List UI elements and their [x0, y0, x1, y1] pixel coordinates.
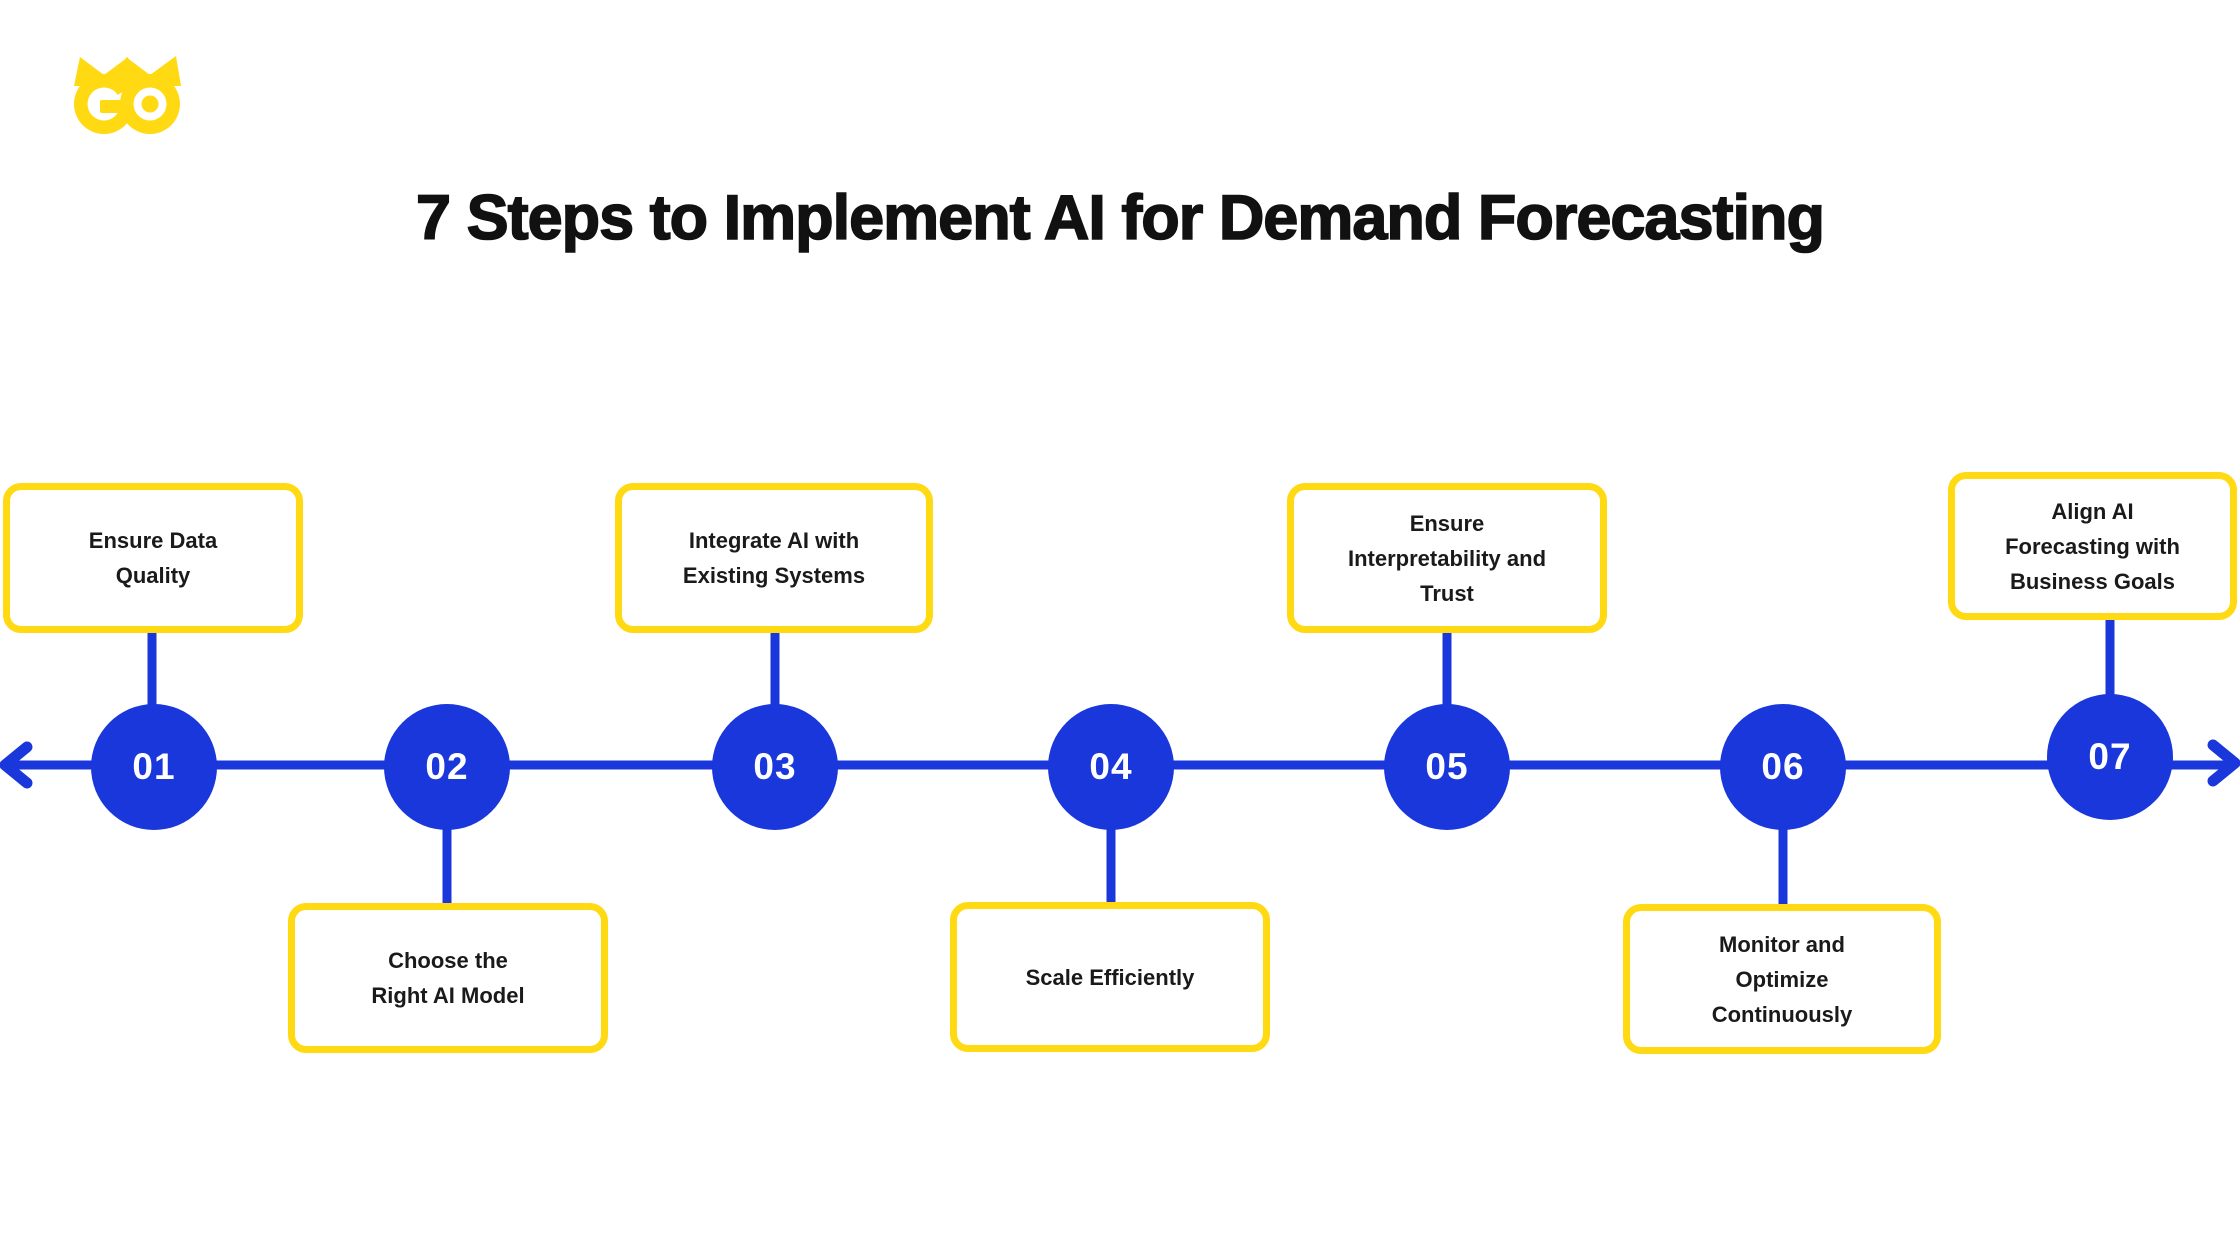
step-circle-5: 05 [1384, 704, 1510, 830]
step-circle-4: 04 [1048, 704, 1174, 830]
step-label-box-1: Ensure Data Quality [3, 483, 303, 633]
step-label-box-4: Scale Efficiently [950, 902, 1270, 1052]
page-title: 7 Steps to Implement AI for Demand Forec… [415, 182, 1826, 254]
step-circle-6: 06 [1720, 704, 1846, 830]
step-label-box-6: Monitor and Optimize Continuously [1623, 904, 1941, 1054]
arrow-right-icon [2207, 739, 2240, 787]
go-owl-logo-icon [74, 56, 181, 134]
arrow-left-icon [0, 741, 33, 789]
step-circle-7: 07 [2047, 694, 2173, 820]
step-circle-3: 03 [712, 704, 838, 830]
step-label-box-2: Choose the Right AI Model [288, 903, 608, 1053]
step-circle-2: 02 [384, 704, 510, 830]
step-circle-1: 01 [91, 704, 217, 830]
step-label-box-7: Align AI Forecasting with Business Goals [1948, 472, 2237, 620]
step-label-box-5: Ensure Interpretability and Trust [1287, 483, 1607, 633]
step-label-box-3: Integrate AI with Existing Systems [615, 483, 933, 633]
